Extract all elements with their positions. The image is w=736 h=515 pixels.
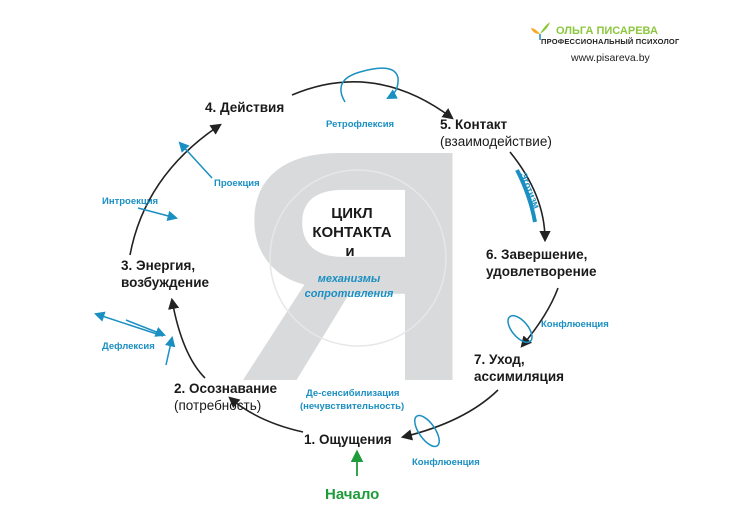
cycle-arcs [129,81,559,441]
start-label: Начало [325,486,379,503]
stage-1-label: 1. Ощущения [304,432,392,447]
center-mech-line1: механизмы [318,273,381,285]
center-title-line1: ЦИКЛ [331,205,372,222]
confluence-ring-bottom-icon [414,414,440,448]
brand-subtitle: ПРОФЕССИОНАЛЬНЫЙ ПСИХОЛОГ [541,37,680,46]
mechanism-desensitization-line1: Де-сенсибилизация [306,388,399,399]
brand-name: ОЛЬГА ПИСАРЕВА [556,25,658,37]
stage-7-label-line2: ассимиляция [474,369,564,384]
arc-7-to-1 [400,389,499,441]
brand-url: www.pisareva.by [570,52,651,64]
center-mech-line2: сопротивления [305,288,394,300]
stage-6-label-line1: 6. Завершение, [486,247,587,262]
egotism-segment-icon [515,169,537,223]
confluence-ring-right-icon [507,314,533,344]
stage-3-label-line1: 3. Энергия, [121,258,195,273]
arc-4-to-5 [291,81,454,120]
inner-circle [269,169,447,347]
arc-3-to-4 [129,123,222,256]
stage-6-label-line2: удовлетворение [486,264,597,279]
background-letter-ya: Я [237,81,474,450]
projection-arrow-icon [178,141,213,179]
mechanism-desensitization-line2: (нечувствительность) [300,401,404,412]
retroflection-loop-icon [340,67,399,103]
brand-logo-icon [531,22,550,40]
stage-5-sublabel: (взаимодействие) [440,134,552,149]
stage-7-label-line1: 7. Уход, [474,352,525,367]
stage-4-label: 4. Действия [205,100,284,115]
introjection-arrow-icon [137,207,179,221]
mechanism-confluence-right: Конфлюенция [541,319,609,330]
arc-6-to-7 [520,287,559,348]
mechanism-egotism: Эготизм [517,171,541,211]
mechanism-deflection: Дефлексия [102,341,155,352]
arc-1-to-2 [228,396,304,433]
stage-5-label: 5. Контакт [440,117,508,132]
center-title-line2: КОНТАКТА [312,224,391,241]
arc-2-to-3 [168,297,206,379]
deflection-arrow-out-icon [94,311,164,337]
mechanism-retroflection: Ретрофлексия [326,119,394,130]
center-title-line3: и [345,243,354,260]
mechanism-confluence-bottom: Конфлюенция [412,457,480,468]
deflection-arrow-up-icon [165,335,176,366]
arc-5-to-6 [509,151,551,243]
deflection-arrow-in-icon [125,319,166,337]
stage-2-label: 2. Осознавание [174,381,278,396]
mechanism-introjection: Интроекция [102,196,158,207]
stage-2-sublabel: (потребность) [174,398,261,413]
mechanism-projection: Проекция [214,178,260,189]
stage-3-label-line2: возбуждение [121,275,209,290]
